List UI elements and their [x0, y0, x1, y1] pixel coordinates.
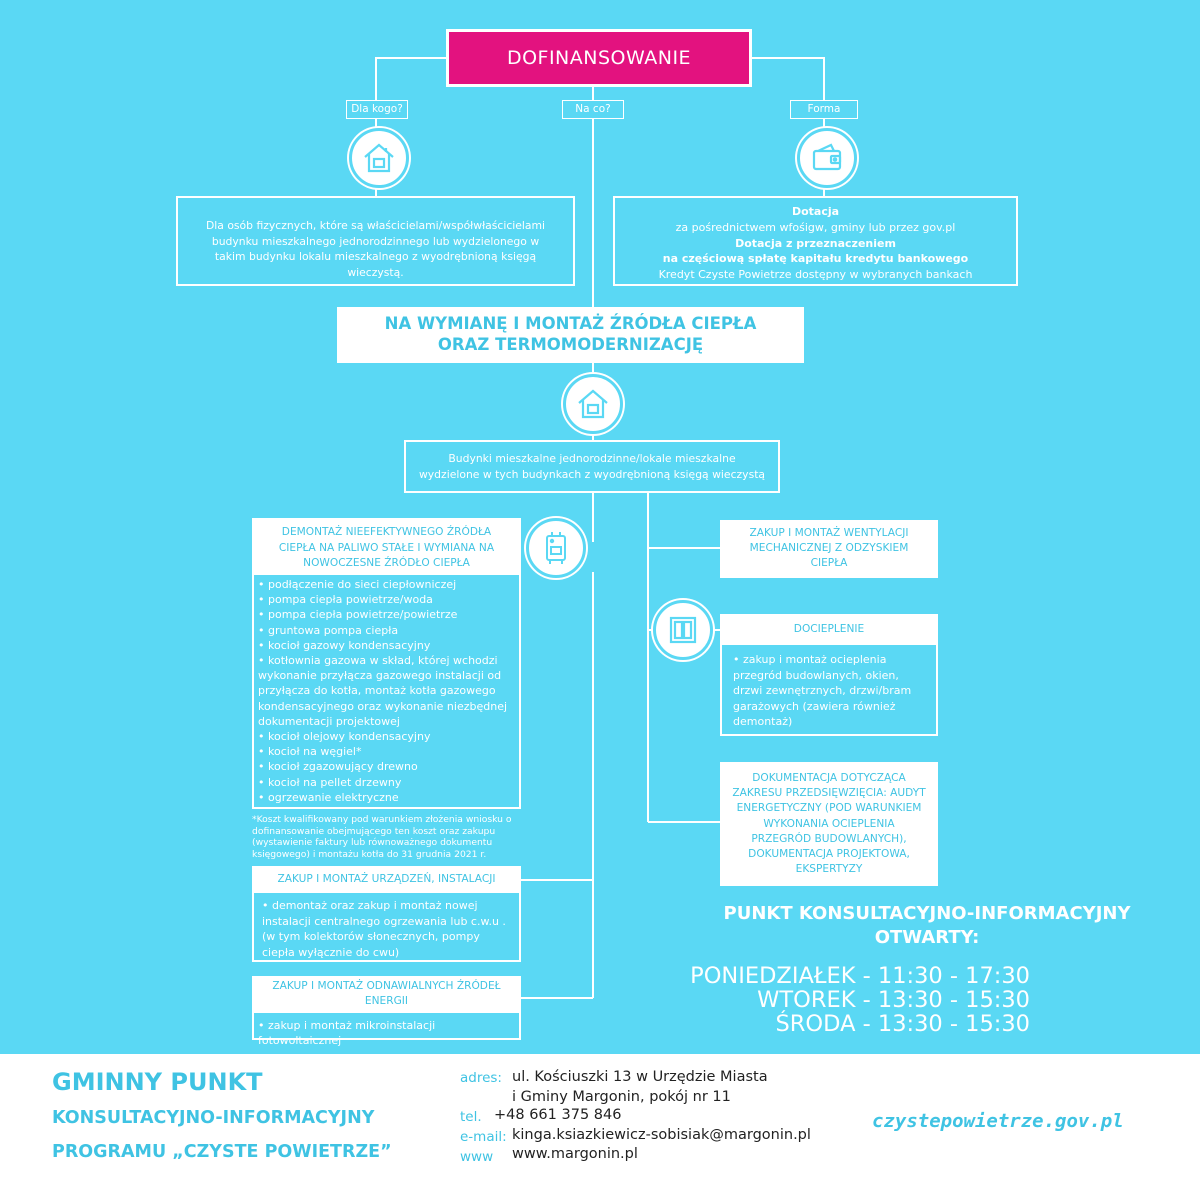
www-link[interactable]: www.margonin.pl — [512, 1146, 638, 1162]
list-item: • kocioł olejowy kondensacyjny — [258, 730, 431, 744]
renewables-text: • zakup i montaż mikroinstalacji fotowol… — [258, 1019, 436, 1047]
ventilation-text: ZAKUP I MONTAŻ WENTYLACJI MECHANICZNEJ Z… — [749, 527, 909, 569]
form-line-2: za pośrednictwem wfośigw, gminy lub prze… — [675, 220, 956, 234]
branch-label-what: Na co? — [562, 100, 624, 119]
form-line-3: Dotacja z przeznaczeniem — [735, 236, 896, 250]
hours-tuesday: WTOREK - 13:30 - 15:30 — [757, 987, 1030, 1013]
branch-label-who: Dla kogo? — [346, 100, 408, 119]
who-description: Dla osób fizycznych, które są właściciel… — [205, 219, 546, 279]
main-purpose-box: NA WYMIANĘ I MONTAŻ ŹRÓDŁA CIEPŁA ORAZ T… — [337, 307, 804, 363]
house-icon — [349, 128, 409, 188]
footer-title-3: PROGRAMU „CZYSTE POWIETRZE” — [52, 1142, 392, 1162]
heat-source-title: DEMONTAŻ NIEEFEKTYWNEGO ŹRÓDŁA CIEPŁA NA… — [278, 526, 495, 569]
documentation-box: DOKUMENTACJA DOTYCZĄCA ZAKRESU PRZEDSIĘW… — [720, 762, 938, 886]
funding-form-box: Dotacja za pośrednictwem wfośigw, gminy … — [613, 196, 1018, 286]
heat-source-list: • podłączenie do sieci ciepłowniczej • p… — [258, 577, 516, 805]
who-description-box: Dla osób fizycznych, które są właściciel… — [176, 196, 575, 286]
list-item: • ogrzewanie elektryczne — [258, 790, 399, 804]
main-purpose-line-2: ORAZ TERMOMODERNIZACJĘ — [437, 335, 704, 354]
opening-title-1: PUNKT KONSULTACYJNO-INFORMACYJNY — [723, 903, 1131, 924]
installations-text: • demontaż oraz zakup i montaż nowej ins… — [262, 899, 506, 959]
address-line-1: ul. Kościuszki 13 w Urzędzie Miasta — [512, 1069, 768, 1085]
branch-label-form: Forma — [790, 100, 858, 119]
footer-title-2: KONSULTACYJNO-INFORMACYJNY — [52, 1108, 375, 1128]
email-link[interactable]: kinga.ksiazkiewicz-sobisiak@margonin.pl — [512, 1127, 811, 1143]
renewables-title: ZAKUP I MONTAŻ ODNAWIALNYCH ŹRÓDEŁ ENERG… — [272, 980, 501, 1007]
heat-source-footnote: *Koszt kwalifikowany pod warunkiem złoże… — [252, 814, 512, 860]
form-line-5: Kredyt Czyste Powietrze dostępny w wybra… — [658, 268, 973, 282]
tel-label: tel. — [460, 1109, 482, 1125]
insulation-title: DOCIEPLENIE — [793, 623, 865, 635]
house-icon — [563, 374, 623, 434]
www-label: www — [460, 1149, 494, 1165]
hours-monday: PONIEDZIAŁEK - 11:30 - 17:30 — [690, 963, 1030, 989]
wallet-icon — [797, 128, 857, 188]
hours-wednesday: ŚRODA - 13:30 - 15:30 — [775, 1011, 1030, 1037]
ventilation-box: ZAKUP I MONTAŻ WENTYLACJI MECHANICZNEJ Z… — [720, 520, 938, 578]
list-item: • pompa ciepła powietrze/powietrze — [258, 608, 458, 622]
documentation-text: DOKUMENTACJA DOTYCZĄCA ZAKRESU PRZEDSIĘW… — [732, 772, 926, 876]
form-line-1: Dotacja — [791, 205, 840, 218]
tel-value[interactable]: +48 661 375 846 — [494, 1107, 622, 1123]
list-item: • kocioł na pellet drzewny — [258, 775, 402, 789]
opening-hours: PONIEDZIAŁEK - 11:30 - 17:30 WTOREK - 13… — [640, 964, 1030, 1036]
window-icon — [653, 600, 713, 660]
renewables-title-box: ZAKUP I MONTAŻ ODNAWIALNYCH ŹRÓDEŁ ENERG… — [252, 976, 521, 1013]
main-purpose-line-1: NA WYMIANĘ I MONTAŻ ŹRÓDŁA CIEPŁA — [384, 314, 757, 333]
buildings-text: Budynki mieszkalne jednorodzinne/lokale … — [418, 452, 766, 481]
list-item: • kocioł gazowy kondensacyjny — [258, 638, 431, 652]
main-title-box: DOFINANSOWANIE — [446, 29, 752, 87]
list-item: • kocioł zgazowujący drewno — [258, 760, 418, 774]
footer-title-1: GMINNY PUNKT — [52, 1068, 263, 1096]
opening-title-2: OTWARTY: — [874, 927, 980, 948]
main-title: DOFINANSOWANIE — [506, 47, 692, 69]
form-line-4: na częściową spłatę kapitału kredytu ban… — [662, 252, 969, 266]
email-label: e-mail: — [460, 1129, 507, 1145]
list-item: • gruntowa pompa ciepła — [258, 623, 399, 637]
insulation-title-box: DOCIEPLENIE — [720, 614, 938, 645]
diagram-background — [0, 0, 1200, 1054]
boiler-icon — [526, 518, 586, 578]
installations-title-box: ZAKUP I MONTAŻ URZĄDZEŃ, INSTALACJI — [252, 866, 521, 893]
address-label: adres: — [460, 1070, 502, 1086]
address-line-2: i Gminy Margonin, pokój nr 11 — [512, 1089, 731, 1105]
heat-source-title-box: DEMONTAŻ NIEEFEKTYWNEGO ŹRÓDŁA CIEPŁA NA… — [252, 518, 521, 575]
installations-title: ZAKUP I MONTAŻ URZĄDZEŃ, INSTALACJI — [277, 873, 496, 885]
insulation-text: • zakup i montaż ocieplenia przegród bud… — [733, 653, 912, 728]
list-item: • pompa ciepła powietrze/woda — [258, 593, 433, 607]
connector-lines — [375, 57, 825, 999]
program-site-link[interactable]: czystepowietrze.gov.pl — [872, 1110, 1124, 1132]
buildings-box: Budynki mieszkalne jednorodzinne/lokale … — [404, 440, 780, 493]
list-item: • kocioł na węgiel* — [258, 745, 362, 759]
list-item: • kotłownia gazowa w skład, której wchod… — [258, 654, 508, 728]
list-item: • podłączenie do sieci ciepłowniczej — [258, 578, 457, 591]
